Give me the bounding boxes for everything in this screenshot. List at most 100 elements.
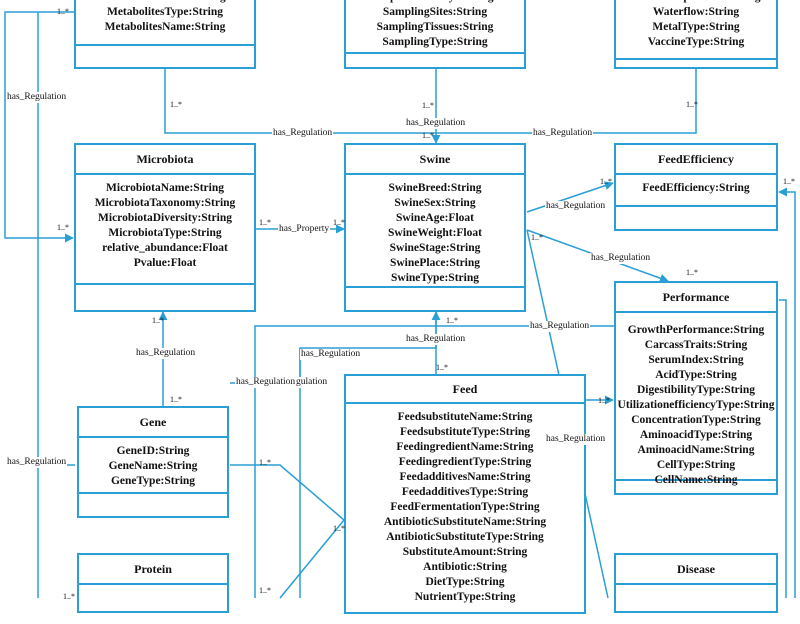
swine-attribute: SwineAge:Float [396, 212, 474, 224]
feed-attribute: Antibiotic:String [423, 561, 507, 573]
multiplicity-label: 1..* [170, 100, 182, 109]
environment-attributes: WaterTemperature:StringWaterflow:StringM… [616, 0, 776, 60]
line-swine-feedefficiency [526, 181, 614, 213]
environment-attribute: WaterTemperature:String [616, 0, 776, 5]
feed-attribute: FeedadditivesName:String [399, 471, 531, 483]
performance-attribute: DigestibilityType:String [637, 384, 755, 396]
feed-attribute: AntibioticSubstituteName:String [383, 516, 547, 528]
microbiota-attribute: MicrobiotaDiversity:String [98, 212, 232, 224]
feed-attribute: AntibioticSubstituteType:String [386, 531, 544, 543]
feedefficiency-attributes: FeedEfficiency:String [616, 175, 776, 207]
multiplicity-label: 1..* [598, 396, 610, 405]
multiplicity-label: 1..* [259, 218, 271, 227]
microbiota-title: Microbiota [76, 145, 254, 175]
line-feed-gene [230, 464, 345, 521]
line-metabolism-microbiota [4, 11, 75, 243]
multiplicity-label: 1..* [259, 586, 271, 595]
label-has-regulation: has_Regulation [545, 201, 607, 212]
label-has-regulation: has_Regulation [545, 434, 607, 445]
label-has-regulation: has_Regulation [590, 253, 652, 264]
swine-attribute: SwineSex:String [394, 197, 476, 209]
feed-attribute: FeedFermentationType:String [390, 501, 540, 513]
performance-attribute: UtilizationefficiencyType:String [617, 399, 775, 411]
label-has-regulation: has_Regulation [272, 128, 334, 139]
microbiota-attribute: MicrobiotaTaxonomy:String [94, 197, 236, 209]
line-metabolism-swine [164, 68, 436, 134]
class-feedefficiency: FeedEfficiency FeedEfficiency:String [614, 143, 778, 231]
performance-attribute: SerumIndex:String [648, 354, 744, 366]
experiment-attributes: ExperimentDays:StringSamplingSites:Strin… [346, 0, 524, 54]
metabolism-attribute: MetabolitesName:String [104, 21, 226, 33]
performance-attribute: CellName:String [654, 474, 738, 486]
label-has-regulation: has_Regulation [235, 377, 297, 388]
multiplicity-label: 1..* [152, 316, 164, 325]
feed-attribute: FeedingredientName:String [396, 441, 534, 453]
multiplicity-label: 1..* [686, 100, 698, 109]
feed-attribute: FeedingredientType:String [398, 456, 532, 468]
performance-attribute: AminoacidType:String [639, 429, 753, 441]
multiplicity-label: 1..* [600, 177, 612, 186]
line-feed-protein [279, 519, 345, 599]
feed-attribute: NutrientType:String [414, 591, 516, 603]
performance-title: Performance [616, 283, 776, 313]
metabolism-attribute: MetabolismName:String [76, 0, 254, 5]
metabolism-attribute: MetabolitesType:String [106, 6, 224, 18]
microbiota-attribute: Pvalue:Float [133, 257, 197, 269]
environment-attribute: Waterflow:String [652, 6, 740, 18]
multiplicity-label: 1..* [63, 592, 75, 601]
feed-attribute: FeedadditivesType:String [401, 486, 529, 498]
gene-attribute: GeneID:String [116, 445, 190, 457]
multiplicity-label: 1..* [686, 268, 698, 277]
swine-attribute: SwineWeight:Float [388, 227, 482, 239]
label-has-property: has_Property [278, 224, 331, 235]
performance-attribute: AcidType:String [655, 369, 737, 381]
label-has-regulation: has_Regulation [6, 92, 68, 103]
label-has-regulation: has_Regulation [529, 321, 591, 332]
performance-attribute: AminoacidName:String [637, 444, 755, 456]
swine-attribute: SwineBreed:String [388, 182, 482, 194]
metabolism-attributes: MetabolismName:StringMetabolitesType:Str… [76, 0, 254, 46]
line-performance-microbiota [254, 325, 615, 598]
swine-attribute: SwineStage:String [389, 242, 481, 254]
feed-attribute: FeedsubstituteName:String [397, 411, 533, 423]
microbiota-attribute: relative_abundance:Float [102, 242, 228, 254]
multiplicity-label: 1..* [422, 101, 434, 110]
microbiota-attribute: MicrobiotaType:String [108, 227, 222, 239]
experiment-attribute: SamplingTissues:String [376, 21, 494, 33]
environment-attribute: MetalType:String [652, 21, 740, 33]
multiplicity-label: 1..* [57, 7, 69, 16]
performance-attribute: CarcassTraits:String [644, 339, 748, 351]
experiment-attribute: ExperimentDays:String [346, 0, 524, 5]
multiplicity-label: 1..* [259, 458, 271, 467]
multiplicity-label: 1..* [422, 131, 434, 140]
performance-attribute: ConcentrationType:String [631, 414, 761, 426]
multiplicity-label: 1..* [170, 395, 182, 404]
class-metabolism: MetabolismName:StringMetabolitesType:Str… [74, 0, 256, 69]
feed-attribute: SubstituteAmount:String [402, 546, 528, 558]
feedefficiency-title: FeedEfficiency [616, 145, 776, 175]
experiment-attribute: SamplingSites:String [382, 6, 488, 18]
multiplicity-label: 1..* [436, 363, 448, 372]
protein-title: Protein [79, 555, 227, 585]
label-has-regulation: has_Regulation [6, 457, 68, 468]
multiplicity-label: 1..* [333, 524, 345, 533]
feedefficiency-attribute: FeedEfficiency:String [642, 182, 750, 194]
microbiota-attribute: MicrobiotaName:String [106, 182, 224, 194]
multiplicity-label: 1..* [57, 223, 69, 232]
performance-attribute: CellType:String [656, 459, 736, 471]
multiplicity-label: 1..* [446, 316, 458, 325]
class-environment: WaterTemperature:StringWaterflow:StringM… [614, 0, 778, 69]
class-disease: Disease [614, 553, 778, 613]
multiplicity-label: 1..* [333, 218, 345, 227]
label-has-regulation: has_Regulation [300, 349, 362, 360]
label-regulation-partial: gulation [295, 377, 329, 388]
